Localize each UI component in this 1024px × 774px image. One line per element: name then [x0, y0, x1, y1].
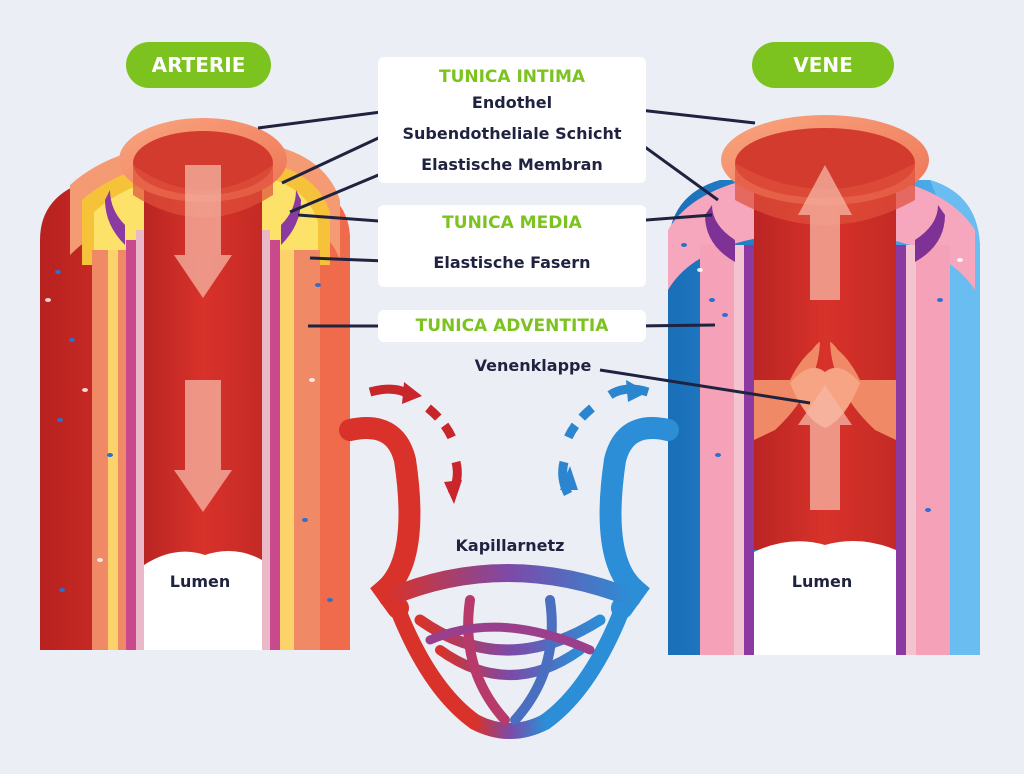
lumen-vein-label: Lumen [791, 572, 853, 591]
artery-title: ARTERIE [126, 42, 271, 88]
lumen-artery-label: Lumen [169, 572, 231, 591]
media-label-box [378, 205, 646, 287]
intima-label-box [378, 57, 646, 183]
tunica-media-label: TUNICA MEDIA [442, 213, 582, 233]
endothel-label: Endothel [471, 93, 553, 112]
subendothelial-label: Subendotheliale Schicht [402, 124, 622, 143]
adventitia-label-box [378, 310, 646, 342]
vein-illustration [668, 115, 980, 655]
valve-label: Venenklappe [474, 356, 592, 375]
flow-arrowheads [402, 380, 648, 504]
tunica-intima-label: TUNICA INTIMA [438, 67, 586, 87]
tunica-adventitia-label: TUNICA ADVENTITIA [415, 316, 609, 336]
capillary-network [339, 417, 679, 739]
artery-illustration [40, 118, 350, 650]
elastic-membrane-label: Elastische Membran [421, 155, 603, 174]
capillary-label: Kapillarnetz [455, 536, 565, 555]
vein-title: VENE [752, 42, 894, 88]
elastic-fibers-label: Elastische Fasern [433, 253, 591, 272]
